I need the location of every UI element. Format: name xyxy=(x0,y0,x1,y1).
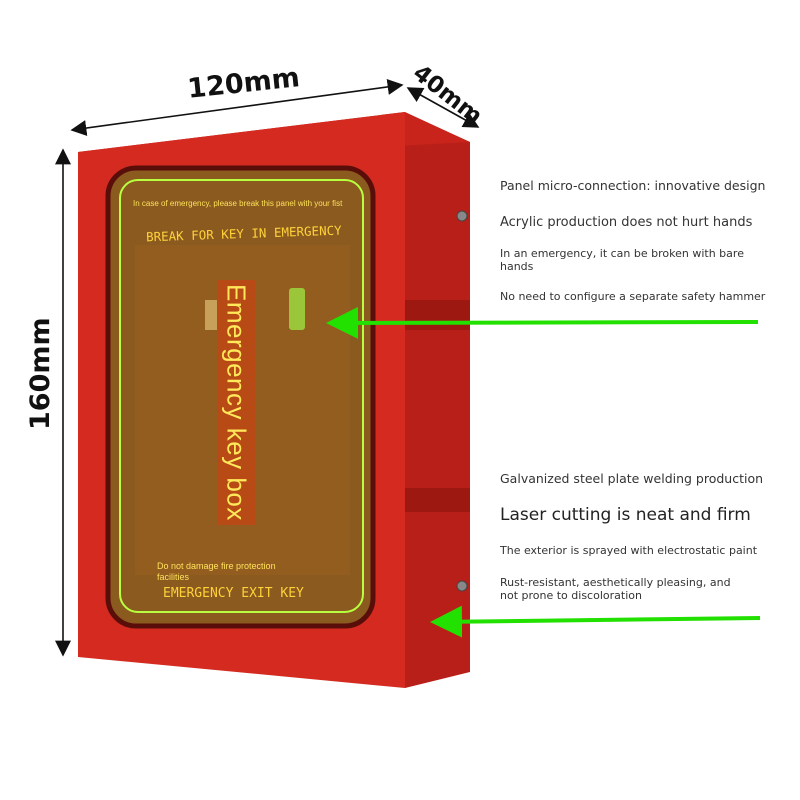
side-seam-bottom xyxy=(405,488,470,512)
width-dimension-line xyxy=(70,79,404,136)
exit-sign: EMERGENCY EXIT KEY xyxy=(163,586,304,601)
body-feature-1: Galvanized steel plate welding productio… xyxy=(500,471,764,486)
panel-feature-1: Panel micro-connection: innovative desig… xyxy=(500,178,766,193)
body-feature-3: The exterior is sprayed with electrostat… xyxy=(500,544,758,557)
arrow-body xyxy=(430,605,761,638)
body-feature-2: Laser cutting is neat and firm xyxy=(500,505,751,525)
height-label: 160mm xyxy=(25,317,56,430)
depth-dimension-line xyxy=(406,87,480,128)
warning-note: Do not damage fire protection facilities xyxy=(157,561,276,582)
body-feature-4: Rust-resistant, aesthetically pleasing, … xyxy=(500,576,731,602)
panel-feature-4: No need to configure a separate safety h… xyxy=(500,290,766,303)
vertical-title-panel: Emergency key box xyxy=(217,280,255,525)
key-hook-left xyxy=(205,300,219,330)
panel-feature-3: In an emergency, it can be broken with b… xyxy=(500,247,744,273)
vertical-title: Emergency key box xyxy=(221,284,252,521)
side-screw-top xyxy=(456,210,468,222)
acrylic-glow-border xyxy=(119,179,364,613)
arrow-panel xyxy=(326,306,759,339)
key-hook-right xyxy=(289,288,305,330)
side-seam-top xyxy=(405,300,470,330)
panel-feature-2: Acrylic production does not hurt hands xyxy=(500,215,753,230)
side-screw-bottom xyxy=(456,580,468,592)
panel-instruction: In case of emergency, please break this … xyxy=(133,199,343,208)
box-side-face xyxy=(405,113,470,688)
